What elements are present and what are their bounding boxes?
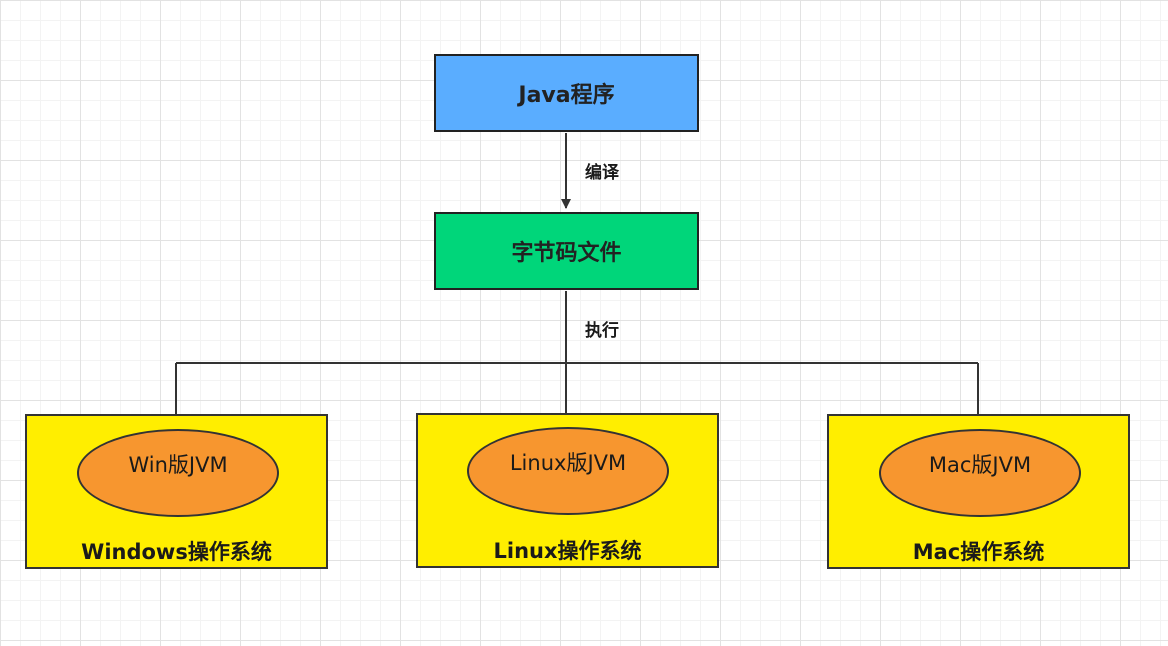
mac-jvm-ellipse: Mac版JVM bbox=[879, 429, 1081, 517]
compile-label: 编译 bbox=[585, 163, 619, 183]
bytecode-file-box: 字节码文件 bbox=[434, 212, 699, 290]
java-program-label: Java程序 bbox=[518, 83, 615, 108]
bytecode-file-label: 字节码文件 bbox=[511, 241, 622, 266]
linux-os-label: Linux操作系统 bbox=[493, 539, 642, 563]
windows-os-box: Win版JVM Windows操作系统 bbox=[25, 414, 328, 569]
mac-os-box: Mac版JVM Mac操作系统 bbox=[827, 414, 1130, 569]
mac-jvm-label: Mac版JVM bbox=[928, 453, 1032, 477]
windows-os-label: Windows操作系统 bbox=[81, 540, 272, 564]
mac-os-label: Mac操作系统 bbox=[912, 540, 1045, 564]
java-program-box: Java程序 bbox=[434, 54, 699, 132]
linux-os-box: Linux版JVM Linux操作系统 bbox=[416, 413, 719, 568]
windows-jvm-ellipse: Win版JVM bbox=[77, 429, 279, 517]
windows-jvm-label: Win版JVM bbox=[128, 453, 228, 477]
linux-jvm-ellipse: Linux版JVM bbox=[467, 427, 669, 515]
linux-jvm-label: Linux版JVM bbox=[509, 451, 627, 475]
execute-label: 执行 bbox=[585, 321, 619, 341]
